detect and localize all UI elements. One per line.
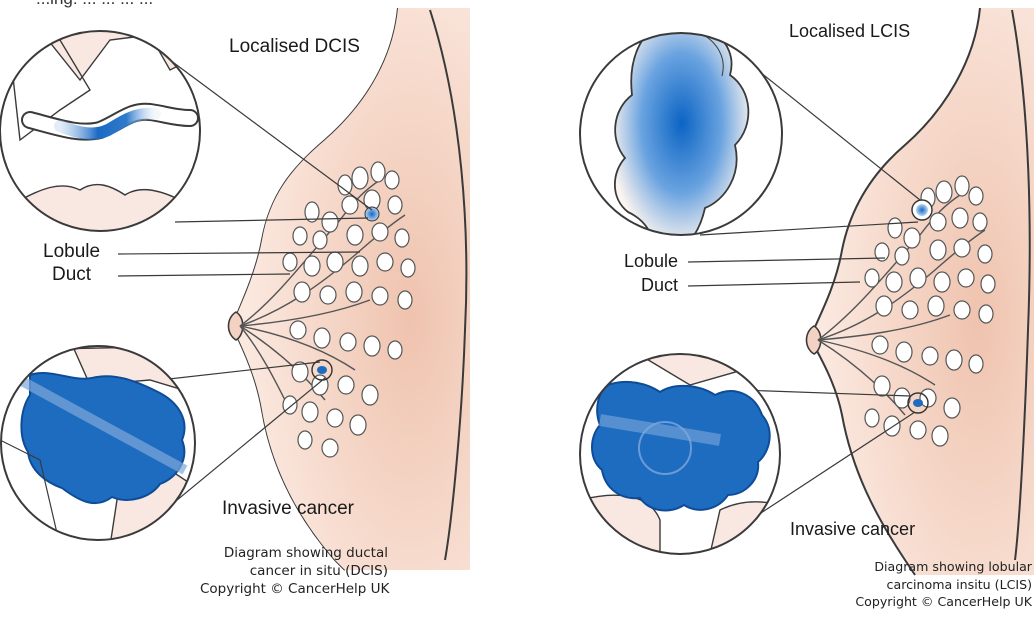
lcis-zoom-bottom-inner [580, 354, 780, 554]
cut-header-text: ...ing: ... ... ... ... [36, 0, 153, 9]
lcis-skin-fill [810, 8, 1034, 575]
dcis-invasive-label: Invasive cancer [222, 498, 354, 520]
lcis-invasive-tumour [592, 382, 770, 511]
dcis-zoom-bottom-inner [0, 340, 200, 546]
dcis-caption-line1: Diagram showing ductal [200, 544, 388, 562]
dcis-panel-artwork [0, 8, 470, 570]
dcis-caption-line3: Copyright © CancerHelp UK [200, 580, 388, 598]
dcis-localised-label: Localised DCIS [229, 36, 360, 58]
lcis-caption-line2: carcinoma insitu (LCIS) [828, 576, 1032, 594]
lcis-caption-line1: Diagram showing lobular [828, 558, 1032, 576]
dcis-duct-label: Duct [52, 264, 91, 286]
lcis-invasive-label: Invasive cancer [790, 519, 915, 540]
dcis-caption: Diagram showing ductal cancer in situ (D… [200, 544, 388, 598]
dcis-lobule-label: Lobule [43, 241, 100, 263]
lcis-lobule-label: Lobule [624, 251, 678, 272]
dcis-caption-line2: cancer in situ (DCIS) [200, 562, 388, 580]
lcis-caption-line3: Copyright © CancerHelp UK [828, 593, 1032, 611]
lcis-caption: Diagram showing lobular carcinoma insitu… [828, 558, 1032, 611]
lcis-localised-label: Localised LCIS [789, 21, 910, 42]
lcis-zoom-top-inner [580, 19, 782, 250]
lcis-duct-label: Duct [641, 275, 678, 296]
